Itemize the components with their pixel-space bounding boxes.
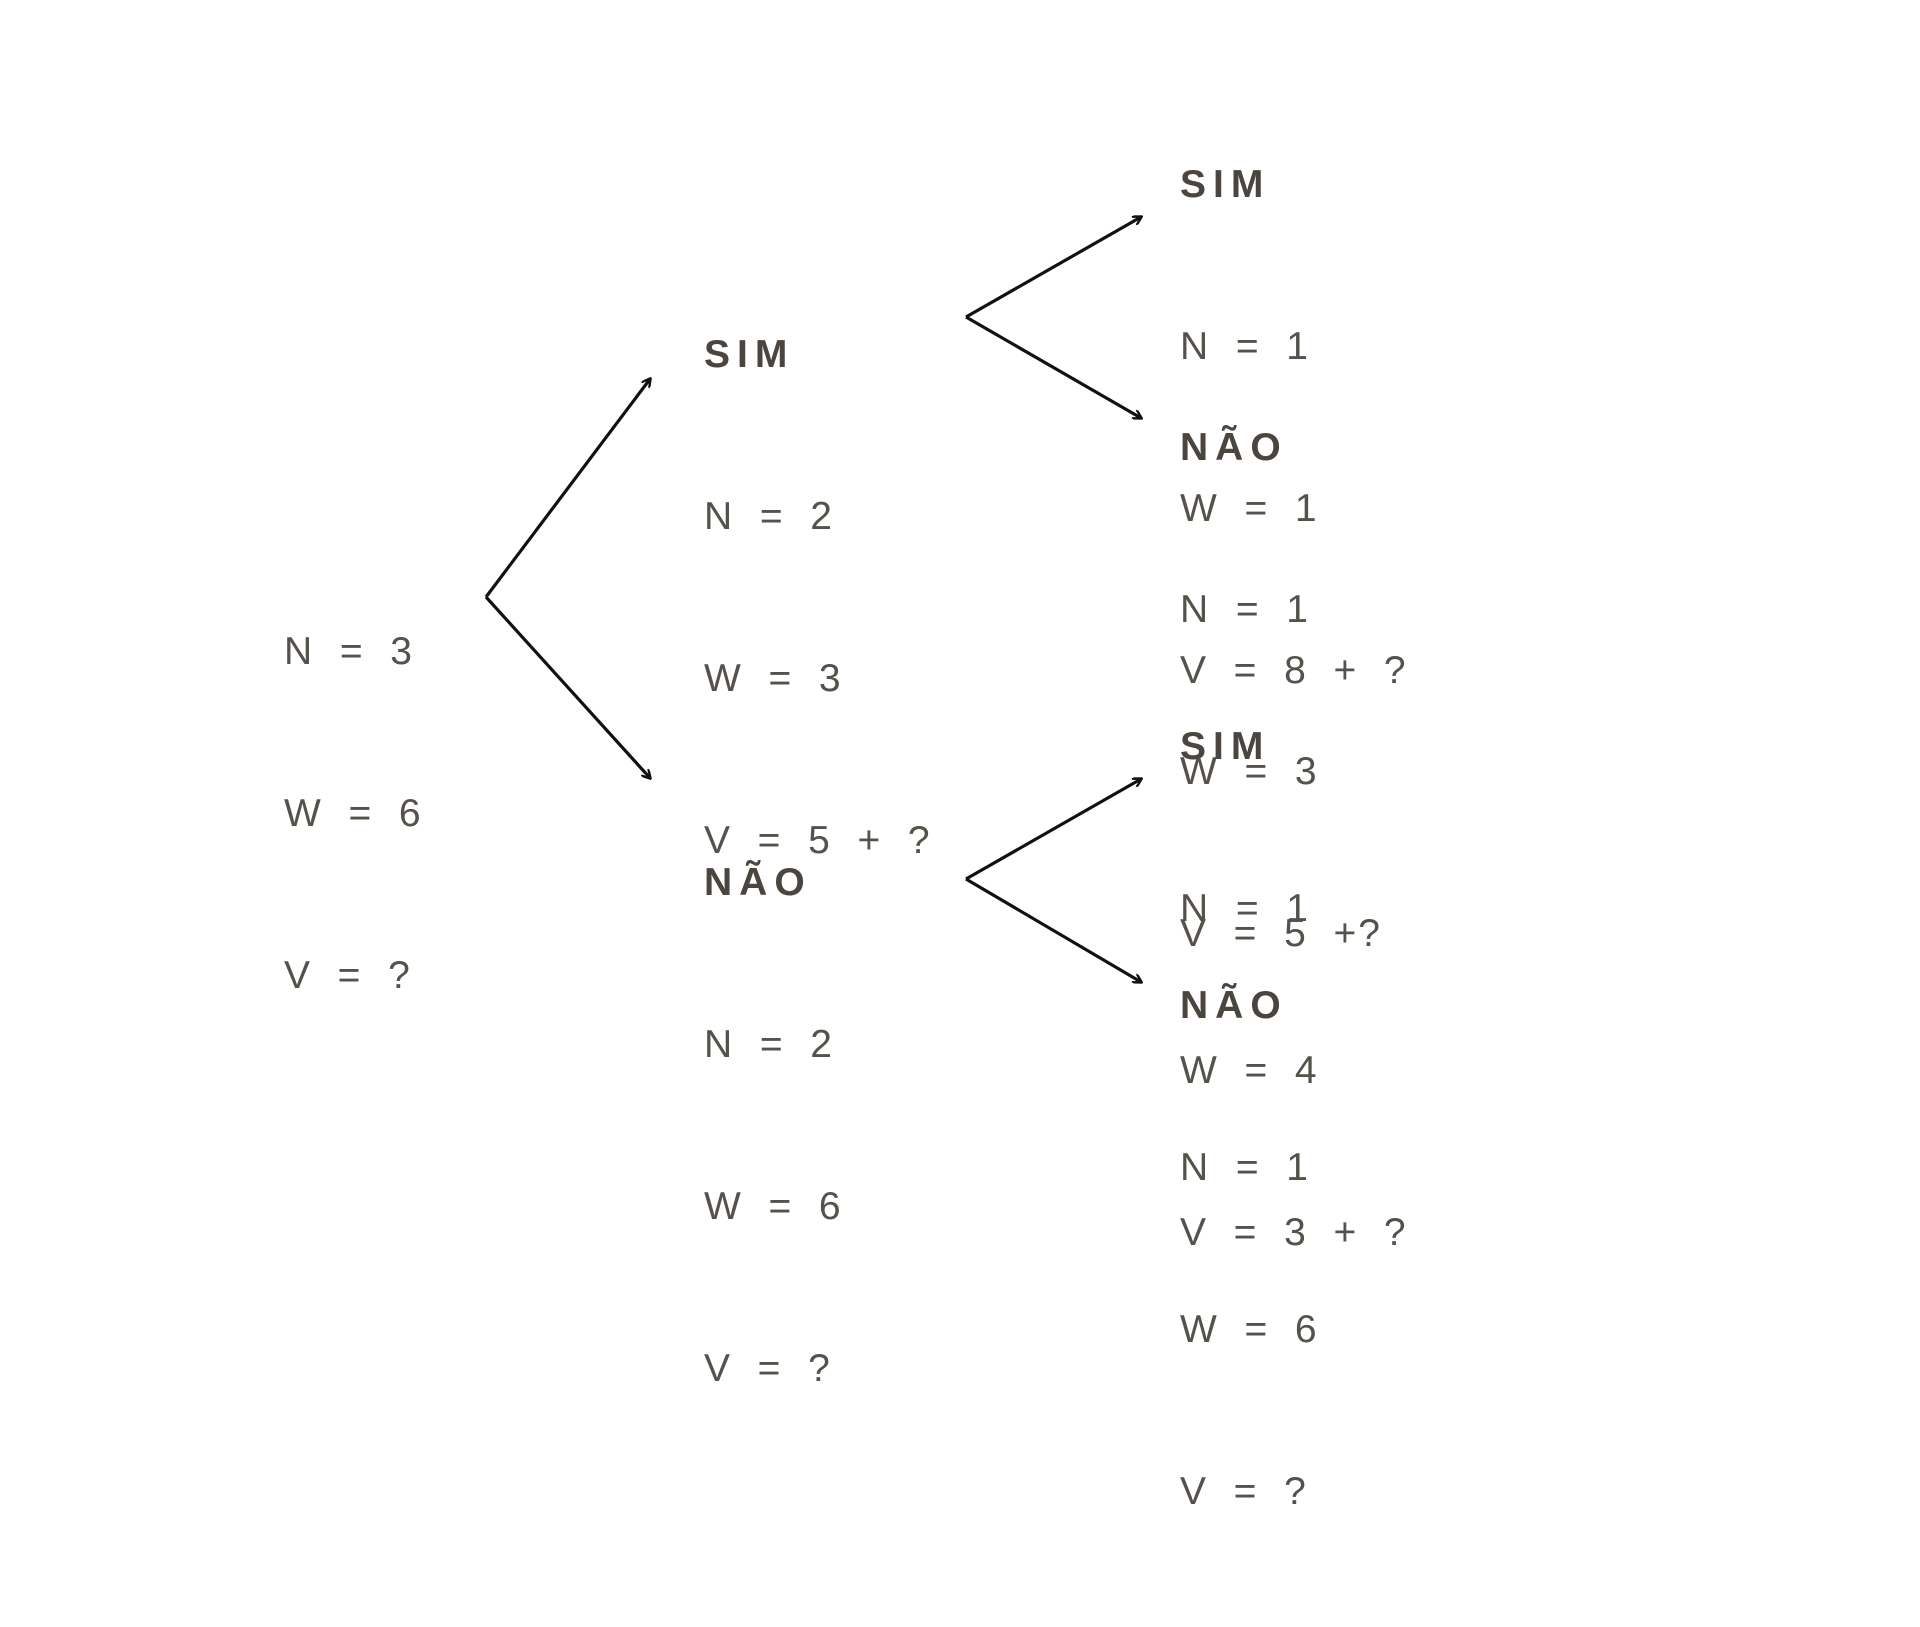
nao-nao-node: NÃO N = 1 W = 6 V = ?: [1180, 871, 1319, 1627]
sim-nao-node: NÃO N = 1 W = 3 V = 5 +?: [1180, 313, 1382, 1069]
sim-sim-node-w-value: W = 1: [1180, 487, 1319, 530]
nao-node-v-value: V = ?: [704, 1347, 832, 1390]
decision-tree-diagram: N = 3 W = 6 V = ? SIM N = 2 W = 3 V = 5 …: [284, 0, 1920, 1513]
arrow-nao-to-nao: [965, 877, 1141, 982]
tree-arrows: [484, 0, 1920, 1080]
sim-node-w-value: W = 3: [704, 657, 843, 700]
nao-sim-node-label: SIM: [1180, 725, 1271, 768]
root-v-value: V = ?: [284, 954, 412, 997]
arrow-root-to-nao: [484, 595, 650, 778]
nao-node-w-value: W = 6: [704, 1185, 843, 1228]
sim-nao-node-label: NÃO: [1180, 426, 1288, 469]
sim-node-n-value: N = 2: [704, 495, 834, 538]
nao-node: NÃO N = 2 W = 6 V = ?: [704, 748, 843, 1504]
sim-node: SIM N = 2 W = 3 V = 5 + ?: [704, 220, 932, 976]
nao-nao-node-v-value: V = ?: [1180, 1470, 1308, 1513]
root-node: N = 3 W = 6 V = ?: [284, 517, 423, 1111]
arrow-sim-to-sim: [965, 217, 1141, 319]
arrow-sim-to-nao: [965, 315, 1141, 418]
sim-node-v-value: V = 5 + ?: [704, 819, 932, 862]
nao-sim-node-n-value: N = 1: [1180, 887, 1310, 930]
sim-sim-node: SIM N = 1 W = 1 V = 8 + ?: [1180, 50, 1408, 806]
root-n-value: N = 3: [284, 630, 414, 673]
sim-sim-node-label: SIM: [1180, 163, 1271, 206]
nao-nao-node-label: NÃO: [1180, 984, 1288, 1027]
sim-nao-node-v-value: V = 5 +?: [1180, 912, 1382, 955]
sim-node-label: SIM: [704, 333, 795, 376]
arrow-nao-to-sim: [965, 779, 1141, 881]
nao-nao-node-w-value: W = 6: [1180, 1308, 1319, 1351]
arrow-root-to-sim: [484, 379, 650, 598]
sim-sim-node-n-value: N = 1: [1180, 325, 1310, 368]
sim-nao-node-n-value: N = 1: [1180, 588, 1310, 631]
nao-nao-node-n-value: N = 1: [1180, 1146, 1310, 1189]
sim-sim-node-v-value: V = 8 + ?: [1180, 649, 1408, 692]
sim-nao-node-w-value: W = 3: [1180, 750, 1319, 793]
nao-node-label: NÃO: [704, 861, 812, 904]
nao-node-n-value: N = 2: [704, 1023, 834, 1066]
root-w-value: W = 6: [284, 792, 423, 835]
